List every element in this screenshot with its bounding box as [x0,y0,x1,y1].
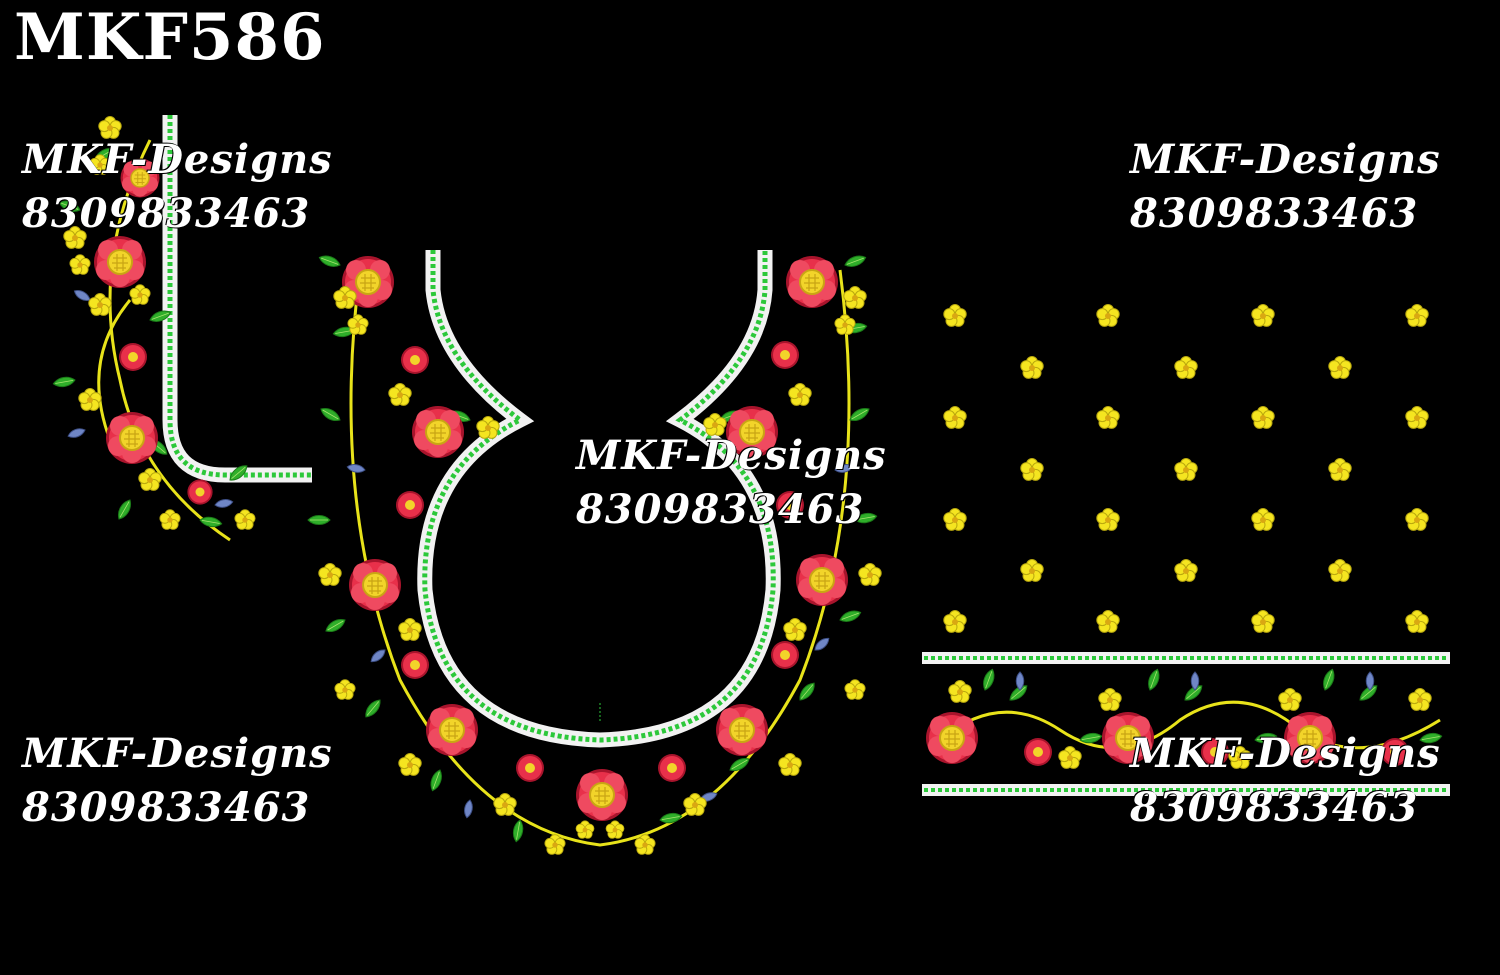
yellow-buti-motif-grid [943,304,1429,633]
neck-embroidery-panel [307,250,882,855]
watermark-phone: 8309833463 [22,190,311,237]
watermark-phone: 8309833463 [1130,784,1419,831]
watermark-phone: 8309833463 [1130,190,1419,237]
watermark-brand: MKF-Designs [576,432,887,479]
watermark-phone: 8309833463 [22,784,311,831]
watermark-top-left: MKF-Designs 8309833463 [22,140,333,234]
watermark-top-right: MKF-Designs 8309833463 [1130,140,1441,234]
watermark-center: MKF-Designs 8309833463 [576,436,887,530]
watermark-phone: 8309833463 [576,486,865,533]
sleeve-embroidery-panel [52,115,312,542]
watermark-brand: MKF-Designs [1130,136,1441,183]
design-code-label: MKF586 [14,0,326,75]
watermark-brand: MKF-Designs [22,730,333,777]
watermark-bottom-right: MKF-Designs 8309833463 [1130,734,1441,828]
watermark-brand: MKF-Designs [1130,730,1441,777]
floral-border-strip [922,652,1450,796]
watermark-brand: MKF-Designs [22,136,333,183]
watermark-bottom-left: MKF-Designs 8309833463 [22,734,333,828]
